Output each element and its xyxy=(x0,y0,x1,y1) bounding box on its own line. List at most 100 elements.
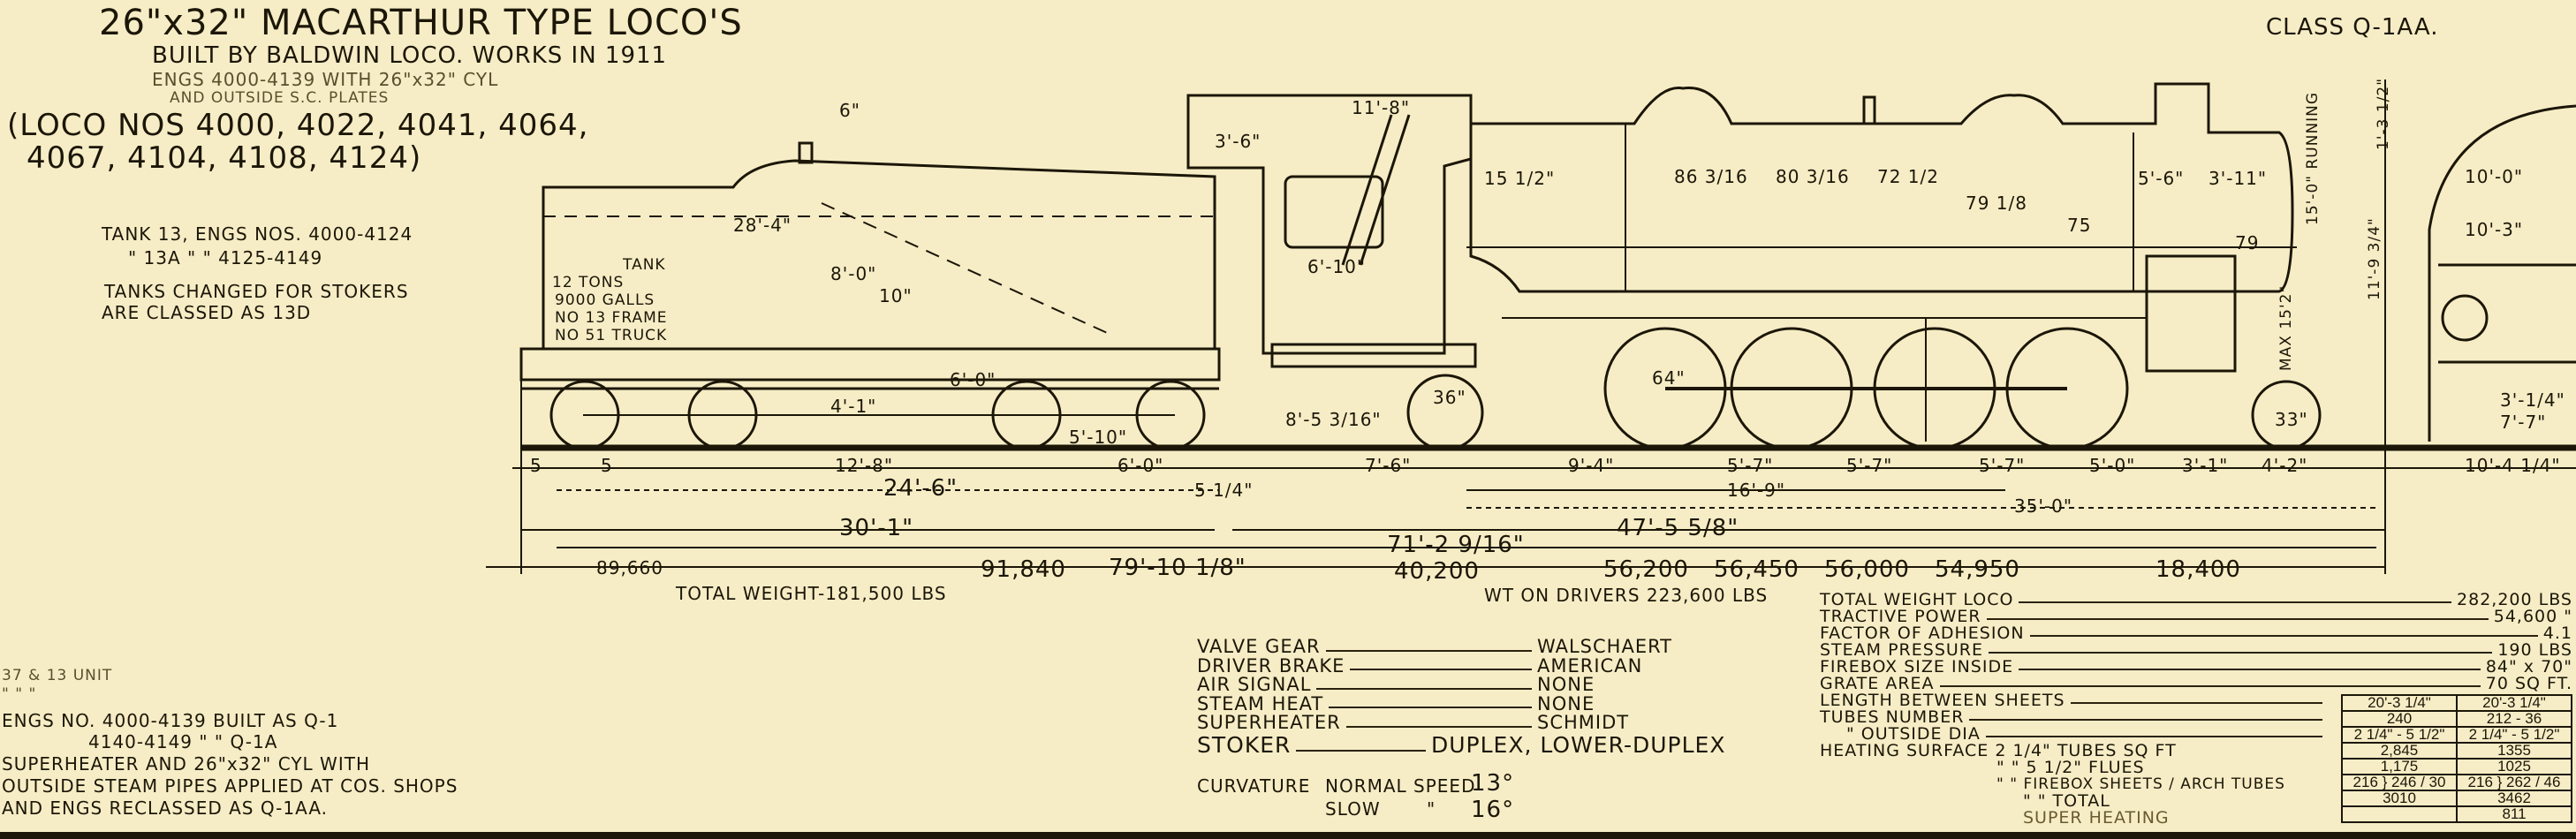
dimension-lines xyxy=(486,79,2576,574)
dim-label: 80 3/16 xyxy=(1776,166,1850,187)
spec-row: " OUTSIDE DIA xyxy=(1820,726,2328,743)
tender-note: " 13A " " 4125-4149 xyxy=(128,247,323,268)
weight-driver: 56,000 xyxy=(1824,556,1910,583)
dim-label: 5 1/4" xyxy=(1194,480,1254,501)
bottom-note: SUPERHEATER AND 26"x32" CYL WITH xyxy=(2,753,370,775)
dim-label: 33" xyxy=(2275,409,2308,430)
dim-label: 3'-11" xyxy=(2209,168,2268,189)
weight-on-drivers: WT ON DRIVERS 223,600 LBS xyxy=(1484,585,1769,606)
dim-label: 7'-6" xyxy=(1365,455,1412,476)
bottom-note: 37 & 13 UNIT xyxy=(2,667,113,684)
dim-label: 15'-0" RUNNING xyxy=(2304,91,2322,225)
table-row: 20'-3 1/4"20'-3 1/4" xyxy=(2341,694,2572,712)
curvature-normal-value: 13° xyxy=(1471,770,1515,797)
dim-label: 3'-6" xyxy=(1215,131,1261,152)
tank-label: NO 13 FRAME xyxy=(555,309,668,327)
dim-label: 10" xyxy=(879,285,913,306)
dim-label: 86 3/16 xyxy=(1674,166,1748,187)
dim-label: 71'-2 9/16" xyxy=(1387,532,1525,558)
dim-label: 3'-1" xyxy=(2182,455,2229,476)
dim-label: 36" xyxy=(1433,387,1466,408)
spec-row: " " 5 1/2" FLUES xyxy=(1996,758,2145,777)
dim-label: 11'-9 3/4" xyxy=(2366,217,2383,300)
dim-label: 6'-0" xyxy=(1118,455,1164,476)
curvature-slow-label: SLOW xyxy=(1325,798,1381,820)
weight-front-truck: 18,400 xyxy=(2156,556,2241,583)
dim-label: 5 xyxy=(530,455,542,476)
subtitle-line: ENGS 4000-4139 WITH 26"x32" CYL xyxy=(152,69,499,90)
cab xyxy=(1186,94,1477,368)
dim-label: 11'-8" xyxy=(1352,97,1411,118)
curvature-slow-value: 16° xyxy=(1471,797,1515,823)
tank-label: 9000 GALLS xyxy=(555,291,655,309)
spec-row: LENGTH BETWEEN SHEETS xyxy=(1820,692,2328,709)
dim-label: MAX 15'2" xyxy=(2277,284,2295,371)
running-gear xyxy=(1406,318,2322,451)
dim-label: 1'-3 1/2" xyxy=(2375,77,2392,150)
bottom-note: " " " xyxy=(2,685,37,703)
loco-numbers-2: 4067, 4104, 4108, 4124) xyxy=(27,140,422,176)
curvature-ditto: " xyxy=(1427,798,1436,820)
dim-label: 4'-2" xyxy=(2262,455,2308,476)
dim-label: 7'-7" xyxy=(2500,412,2547,433)
weight-driver: 56,450 xyxy=(1714,556,1799,583)
dim-label: 47'-5 5/8" xyxy=(1617,515,1739,541)
spec-row: HEATING SURFACE 2 1/4" TUBES SQ FT xyxy=(1820,741,2177,760)
dim-label: 10'-4 1/4" xyxy=(2465,455,2561,476)
spec-row: SUPER HEATING xyxy=(2023,808,2170,828)
tender xyxy=(519,141,1221,450)
dim-label: 24'-6" xyxy=(883,475,958,502)
builder-line: BUILT BY BALDWIN LOCO. WORKS IN 1911 xyxy=(152,42,668,69)
dim-label: 72 1/2 xyxy=(1877,166,1939,187)
spec-row: TUBES NUMBER xyxy=(1820,709,2328,726)
dim-label: 15 1/2" xyxy=(1484,168,1556,189)
weight-trailing: 40,200 xyxy=(1394,558,1480,585)
bottom-note: AND ENGS RECLASSED AS Q-1AA. xyxy=(2,797,329,819)
dim-label: 8'-0" xyxy=(830,263,877,284)
dim-label: 12'-8" xyxy=(835,455,894,476)
dim-label: 5'-10" xyxy=(1069,427,1128,448)
dim-label: 6" xyxy=(839,100,860,121)
boiler xyxy=(1466,82,2297,373)
total-weight-tender: TOTAL WEIGHT-181,500 LBS xyxy=(676,583,947,604)
dim-label: 5'-7" xyxy=(1727,455,1774,476)
dim-label: 5'-7" xyxy=(1846,455,1893,476)
bottom-note: ENGS NO. 4000-4139 BUILT AS Q-1 xyxy=(2,710,339,731)
table-row: 2 1/4" - 5 1/2"2 1/4" - 5 1/2" xyxy=(2341,726,2572,744)
dim-label: 4'-1" xyxy=(830,396,877,417)
tender-note: TANKS CHANGED FOR STOKERS xyxy=(104,281,409,302)
dim-label: 30'-1" xyxy=(839,515,914,541)
dim-label: 9'-4" xyxy=(1568,455,1615,476)
loco-numbers-1: (LOCO NOS 4000, 4022, 4041, 4064, xyxy=(7,108,589,143)
tank-label: 12 TONS xyxy=(552,274,625,291)
dim-label: 35'-0" xyxy=(2014,495,2073,517)
dim-label: 8'-5 3/16" xyxy=(1285,409,1382,430)
dim-label: 6'-0" xyxy=(950,369,996,390)
dim-label: 16'-9" xyxy=(1727,480,1786,501)
dim-label: 79 xyxy=(2235,232,2260,253)
bottom-note: 4140-4149 " " Q-1A xyxy=(88,731,278,752)
weight-tender-rear: 91,840 xyxy=(981,556,1066,583)
tender-note: ARE CLASSED AS 13D xyxy=(102,302,312,323)
curvature-label: CURVATURE xyxy=(1197,775,1311,797)
dim-label: 6'-10" xyxy=(1307,256,1367,277)
dim-label: 79 1/8 xyxy=(1966,193,2027,214)
dim-label: 10'-3" xyxy=(2465,219,2524,240)
dim-label: 5'-7" xyxy=(1979,455,2026,476)
